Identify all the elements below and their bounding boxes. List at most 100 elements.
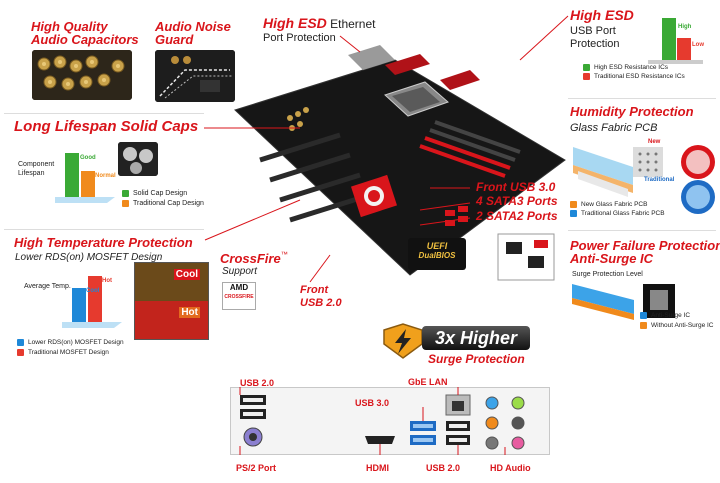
audio-caps-title-line1: High Quality [31, 19, 108, 34]
crossfire-subtitle: Support [222, 266, 258, 277]
solid-caps-photo [118, 142, 158, 176]
audio-caps-title: High Quality Audio Capacitors [31, 20, 139, 46]
esd-usb-legend-item: Traditional ESD Resistance ICs [583, 73, 685, 80]
surge-level-illustration [572, 284, 675, 320]
humidity-legend-item: New Glass Fabric PCB [570, 201, 665, 208]
humidity-tag-traditional: Traditional [644, 177, 675, 183]
io-label-hdmi: HDMI [366, 463, 389, 473]
audio-capacitors-photo [32, 50, 132, 100]
blue-swatch-icon [570, 210, 577, 217]
thermal-hot-panel: Hot [135, 301, 208, 339]
io-label-ps2: PS/2 Port [236, 463, 277, 473]
green-swatch-icon [122, 190, 129, 197]
power-failure-axis-label: Surge Protection Level [572, 271, 643, 278]
red-swatch-icon [17, 349, 24, 356]
temperature-legend-item: Traditional MOSFET Design [17, 349, 124, 356]
temperature-bar-hot-label: Hot [102, 278, 112, 284]
divider [4, 113, 204, 114]
solid-caps-axis-label: Component Lifespan [18, 160, 54, 178]
power-failure-legend: Anti-Surge IC Without Anti-Surge IC [640, 312, 714, 329]
crossfire-badge: AMD CROSSFIRE [222, 282, 256, 310]
solid-caps-title: Long Lifespan Solid Caps [14, 118, 199, 135]
sata2-callout: 2 SATA2 Ports [476, 208, 558, 223]
divider [568, 98, 716, 99]
esd-usb-subtitle-line1: USB Port [570, 25, 616, 37]
solid-caps-legend-label: Solid Cap Design [133, 190, 188, 197]
front-ports-callouts: Front USB 3.0 4 SATA3 Ports 2 SATA2 Port… [476, 180, 558, 223]
temperature-axis-label: Average Temp. [24, 283, 71, 290]
orange-swatch-icon [122, 200, 129, 207]
audio-caps-title-line2: Audio Capacitors [31, 32, 139, 47]
temperature-legend-item: Lower RDS(on) MOSFET Design [17, 339, 124, 346]
temperature-bars [54, 276, 122, 328]
temperature-subtitle: Lower RDS(on) MOSFET Design [15, 252, 163, 263]
solid-caps-legend-label: Traditional Cap Design [133, 200, 204, 207]
esd-ethernet-title: High ESD Ethernet [263, 15, 375, 33]
power-failure-title-line1: Power Failure Protection [570, 238, 720, 253]
noise-guard-illustration [155, 50, 235, 102]
power-failure-legend-item: Without Anti-Surge IC [640, 322, 714, 329]
io-label-hd-audio: HD Audio [490, 463, 531, 473]
front-usb20-line1: Front [300, 284, 329, 296]
audio-noise-title-line2: Guard [155, 32, 194, 47]
humidity-title: Humidity Protection [570, 104, 694, 119]
solid-caps-legend-item: Traditional Cap Design [122, 200, 204, 207]
esd-usb-legend: High ESD Resistance ICs Traditional ESD … [583, 64, 685, 80]
esd-usb-chart: High Low [648, 12, 704, 67]
crossfire-badge-text: CROSSFIRE [224, 294, 254, 300]
crossfire-title-text: CrossFire [220, 251, 281, 266]
power-failure-legend-label: Without Anti-Surge IC [651, 322, 714, 329]
solid-caps-illustration [118, 142, 158, 176]
esd-usb-legend-label: High ESD Resistance ICs [594, 64, 669, 71]
humidity-legend-item: Traditional Glass Fabric PCB [570, 210, 665, 217]
humidity-legend: New Glass Fabric PCB Traditional Glass F… [570, 201, 665, 217]
power-failure-title-line2: Anti-Surge IC [570, 251, 654, 266]
front-usb30-callout: Front USB 3.0 [476, 180, 556, 194]
solid-caps-axis-line2: Lifespan [18, 170, 45, 178]
lightning-icon [383, 323, 423, 359]
surge-level-chart [568, 280, 718, 322]
humidity-illustration [573, 145, 715, 214]
audio-noise-title: Audio Noise Guard [155, 20, 231, 46]
red-swatch-icon [583, 73, 590, 80]
temperature-legend-label: Lower RDS(on) MOSFET Design [28, 339, 124, 346]
divider [568, 230, 716, 231]
esd-usb-subtitle-line2: Protection [570, 37, 620, 50]
temperature-legend: Lower RDS(on) MOSFET Design Traditional … [17, 339, 124, 356]
rear-io-ports [239, 387, 525, 455]
io-label-usb30: USB 3.0 [355, 398, 390, 408]
esd-ethernet-title-tail: Ethernet [326, 17, 376, 31]
esd-ethernet-subtitle: Port Protection [263, 32, 336, 44]
blue-swatch-icon [640, 312, 647, 319]
thermal-image-panel: Cool Hot [134, 262, 209, 340]
surge-protection-label: Surge Protection [428, 352, 525, 366]
crossfire-title: CrossFire™ [220, 250, 288, 268]
esd-usb-legend-label: Traditional ESD Resistance ICs [594, 73, 685, 80]
solid-caps-chart: Good Normal [47, 145, 116, 205]
surge-3x-badge: 3x Higher [422, 326, 530, 350]
esd-usb-legend-item: High ESD Resistance ICs [583, 64, 685, 71]
dual-bios-chip-illustration [496, 232, 556, 282]
esd-usb-subtitle: USB Port Protection [570, 25, 620, 50]
esd-usb-title: High ESD [570, 7, 634, 23]
solid-caps-legend: Solid Cap Design Traditional Cap Design [122, 190, 204, 207]
usb20-left-ports [240, 395, 266, 419]
motherboard-illustration [234, 45, 566, 276]
front-usb20-line2: USB 2.0 [300, 297, 342, 310]
blue-swatch-icon [17, 339, 24, 346]
sata3-callout: 4 SATA3 Ports [476, 194, 558, 209]
solid-caps-legend-item: Solid Cap Design [122, 190, 204, 197]
solid-caps-bar-good-label: Good [80, 155, 96, 161]
humidity-subtitle: Glass Fabric PCB [570, 122, 658, 134]
solid-caps-bars [47, 153, 115, 203]
uefi-badge-line1: UEFI [426, 241, 448, 251]
esd-usb-bar-high-label: High [678, 24, 692, 30]
humidity-tag-new: New [648, 139, 661, 145]
power-failure-legend-label: Anti-Surge IC [651, 312, 691, 319]
temperature-title: High Temperature Protection [14, 235, 193, 250]
surge-shield-icon [382, 322, 424, 360]
io-label-gbe-lan: GbE LAN [408, 377, 448, 387]
green-swatch-icon [583, 64, 590, 71]
power-failure-legend-item: Anti-Surge IC [640, 312, 714, 319]
uefi-dualbios-badge: UEFI DualBIOS [408, 238, 466, 270]
